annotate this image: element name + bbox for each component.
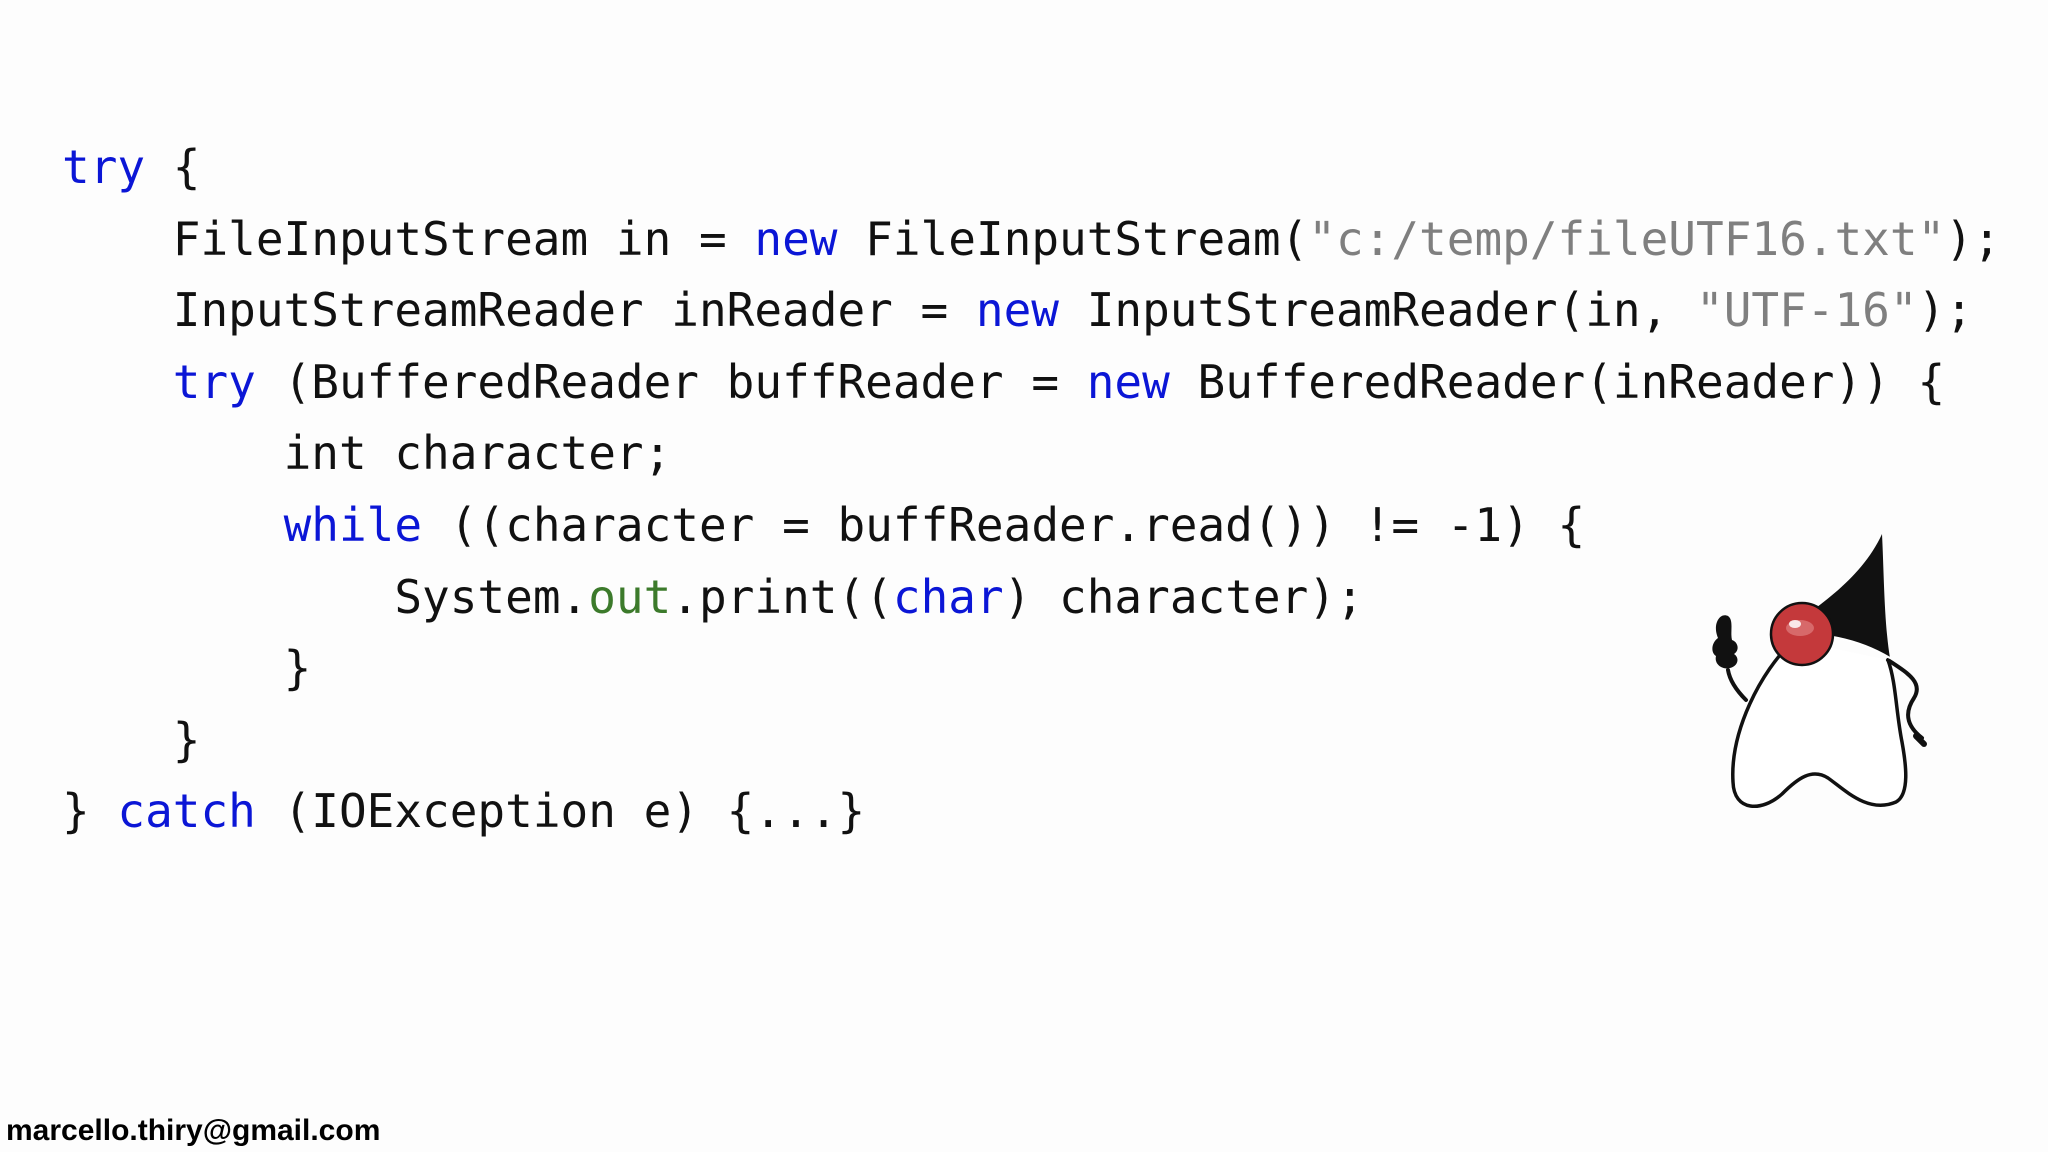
code-text: int character; — [283, 426, 672, 481]
code-indent — [62, 713, 173, 767]
duke-mascot-icon — [1712, 534, 1927, 808]
code-line: while ((character = buffReader.read()) !… — [62, 490, 2001, 562]
code-text: } — [62, 784, 118, 839]
code-text: } — [283, 641, 312, 696]
code-block: try { FileInputStream in = new FileInput… — [62, 132, 2001, 848]
code-text: System. — [394, 569, 589, 624]
code-text: InputStreamReader inReader = — [172, 283, 976, 338]
code-line: } — [62, 633, 2001, 705]
code-text: InputStreamReader(in, — [1059, 283, 1696, 338]
code-line: System.out.print((char) character); — [62, 562, 2001, 634]
code-text: .print(( — [671, 569, 893, 624]
code-indent — [62, 426, 284, 480]
code-line: } catch (IOException e) {...} — [62, 776, 2001, 848]
code-text: ) character); — [1003, 569, 1364, 624]
code-text: { — [145, 140, 201, 194]
code-line: } — [62, 705, 2001, 777]
code-text: BufferedReader(inReader)) { — [1169, 354, 1946, 409]
code-text: ((character = buffReader.read()) != -1) … — [422, 497, 1586, 552]
code-line: InputStreamReader inReader = new InputSt… — [62, 275, 2001, 347]
code-keyword: try — [172, 354, 256, 409]
code-keyword: new — [754, 211, 838, 266]
code-keyword: catch — [117, 784, 256, 839]
code-string: "UTF-16" — [1696, 283, 1918, 338]
author-email: marcello.thiry@gmail.com — [6, 1114, 381, 1147]
code-text: ); — [1945, 211, 2001, 266]
code-line: try { — [62, 132, 2001, 204]
code-text: (IOException e) {...} — [255, 784, 866, 839]
code-field: out — [588, 569, 672, 624]
code-indent — [62, 498, 284, 552]
code-indent — [62, 570, 394, 624]
code-string: "c:/temp/fileUTF16.txt" — [1308, 211, 1946, 266]
code-text: FileInputStream( — [837, 211, 1309, 266]
code-text: FileInputStream in = — [172, 211, 755, 266]
code-text: (BufferedReader buffReader = — [255, 354, 1087, 409]
code-keyword: new — [975, 283, 1060, 338]
code-keyword: try — [62, 140, 146, 194]
code-keyword: while — [283, 497, 423, 552]
code-indent — [62, 641, 284, 695]
code-line: FileInputStream in = new FileInputStream… — [62, 204, 2001, 276]
code-text: ); — [1917, 283, 1973, 338]
code-indent — [62, 283, 173, 337]
code-indent — [62, 212, 173, 266]
code-keyword: new — [1086, 354, 1170, 409]
code-text: } — [172, 712, 201, 767]
code-keyword: char — [892, 569, 1004, 624]
code-line: try (BufferedReader buffReader = new Buf… — [62, 347, 2001, 419]
code-indent — [62, 355, 173, 409]
code-line: int character; — [62, 418, 2001, 490]
